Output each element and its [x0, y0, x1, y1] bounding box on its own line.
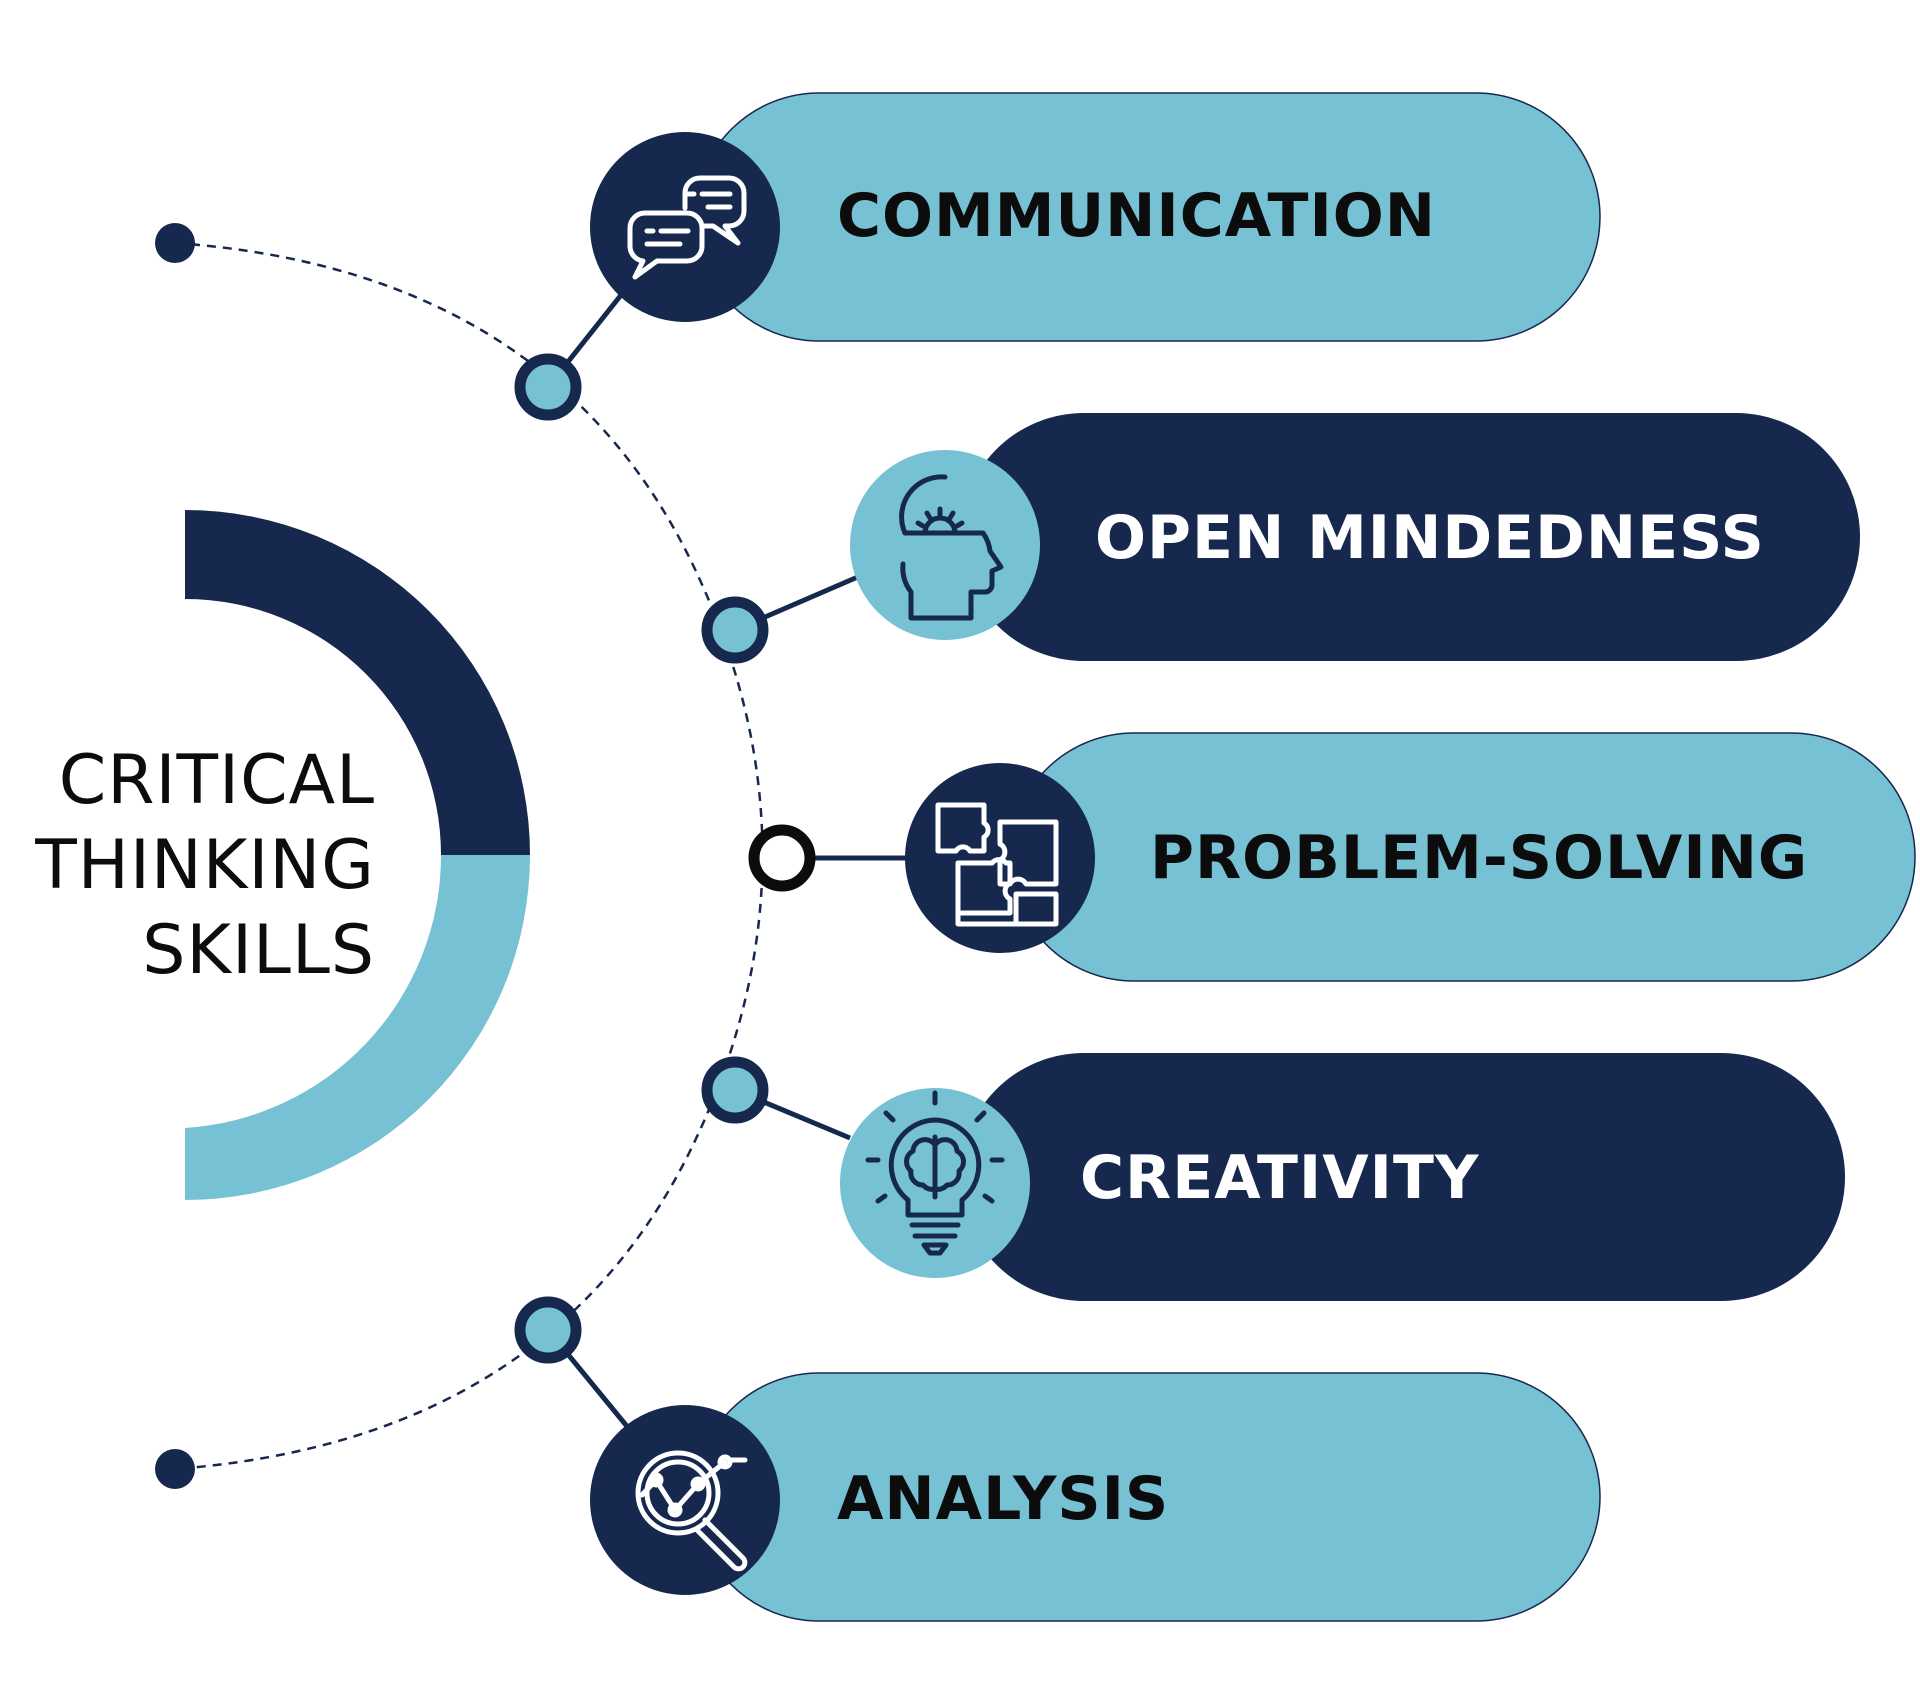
arc-endpoint-bottom	[155, 1449, 195, 1489]
pill-open-mindedness	[960, 413, 1860, 661]
skill-labels: COMMUNICATION OPEN MINDEDNESS PROBLEM-SO…	[837, 181, 1808, 1534]
skill-label-analysis: ANALYSIS	[837, 1464, 1169, 1534]
title-line-3: SKILLS	[142, 911, 375, 990]
arc-node-open-mindedness	[701, 596, 769, 664]
skill-pills	[694, 92, 1916, 1622]
title-line-2: THINKING	[34, 826, 375, 905]
skill-label-communication: COMMUNICATION	[837, 181, 1436, 251]
dashed-arc	[174, 241, 764, 1471]
chat-bubbles-icon	[627, 175, 747, 280]
half-ring	[185, 510, 530, 1200]
arc-node-analysis	[514, 1296, 582, 1364]
icon-circle-communication	[590, 132, 780, 322]
puzzle-icon	[935, 802, 1059, 927]
open-head-gear-icon	[899, 474, 1004, 621]
arc-node-communication	[514, 353, 582, 421]
half-ring-dark	[185, 510, 530, 855]
magnifier-chart-icon	[635, 1450, 748, 1572]
skill-label-problem-solving: PROBLEM-SOLVING	[1150, 823, 1808, 893]
connectors	[546, 288, 906, 1432]
skill-label-open-mindedness: OPEN MINDEDNESS	[1095, 503, 1765, 573]
pill-creativity	[960, 1053, 1845, 1301]
arc-endpoint-top	[155, 223, 195, 263]
title-line-1: CRITICAL	[59, 741, 375, 820]
lightbulb-brain-icon	[865, 1090, 1005, 1256]
icon-circle-open-mindedness	[850, 450, 1040, 640]
diagram-title: CRITICAL THINKING SKILLS	[34, 741, 375, 990]
skill-label-creativity: CREATIVITY	[1080, 1143, 1480, 1213]
arc-node-problem-solving	[748, 824, 816, 892]
arc-nodes	[514, 353, 816, 1364]
half-ring-light	[185, 855, 530, 1200]
arc-node-creativity	[701, 1056, 769, 1124]
